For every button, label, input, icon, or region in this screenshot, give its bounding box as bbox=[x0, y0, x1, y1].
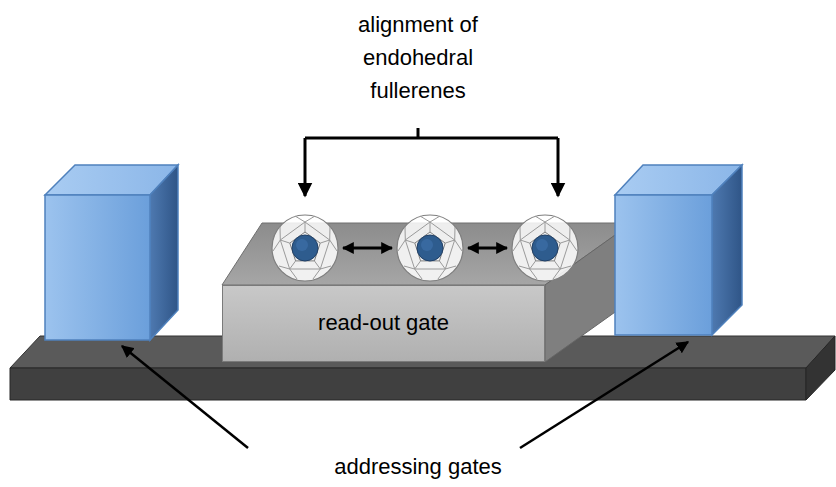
alignment-bracket bbox=[305, 128, 558, 196]
endohedral-fullerenes bbox=[272, 215, 578, 281]
coupling-arrows bbox=[343, 247, 507, 250]
gate-face: read-out gate bbox=[222, 285, 545, 362]
bracket-label: alignment of endohedral fullerenes bbox=[338, 8, 498, 107]
callout-label: addressing gates bbox=[288, 450, 548, 483]
addressing-gate-left bbox=[45, 165, 178, 340]
gate-label: read-out gate bbox=[318, 310, 449, 336]
addressing-gate-right bbox=[615, 165, 742, 335]
